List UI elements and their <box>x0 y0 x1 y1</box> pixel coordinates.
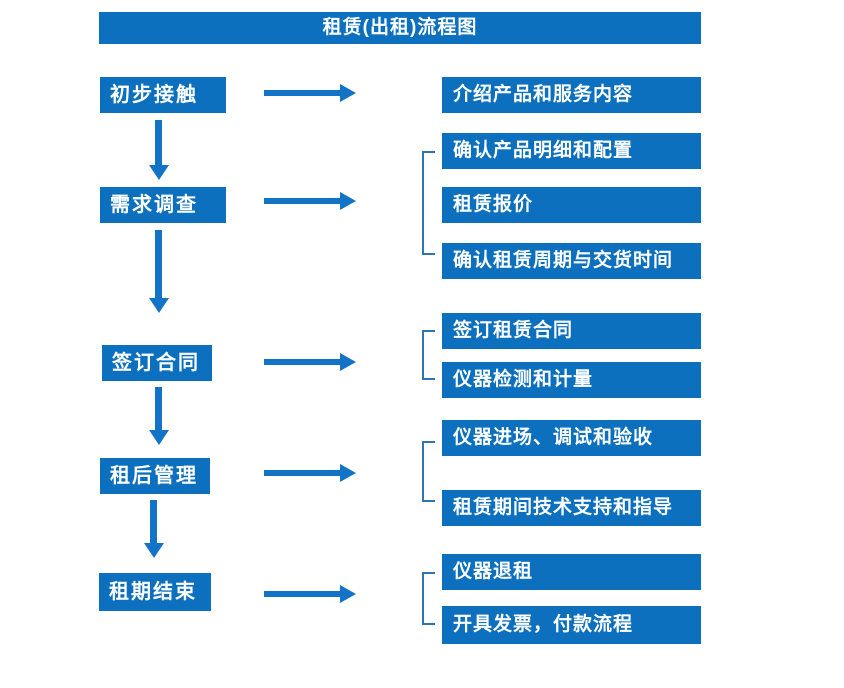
group-bracket-rental-end <box>422 572 435 625</box>
right-arrow-rental-end <box>264 591 340 597</box>
detail-box-sign-rental-contract: 签订租赁合同 <box>442 313 701 349</box>
right-arrow-demand-survey <box>264 198 340 204</box>
detail-box-rental-quote: 租赁报价 <box>442 187 701 223</box>
group-bracket-demand-survey <box>422 151 435 255</box>
stage-box-post-rental-management: 租后管理 <box>100 458 210 494</box>
flowchart-title: 租赁(出租)流程图 <box>99 12 701 44</box>
right-arrow-initial-contact <box>264 90 340 96</box>
detail-box-instrument-inspection: 仪器检测和计量 <box>442 362 701 398</box>
right-arrow-post-rental <box>264 470 340 476</box>
detail-box-confirm-rental-period: 确认租赁周期与交货时间 <box>442 243 701 279</box>
detail-box-confirm-product-details: 确认产品明细和配置 <box>442 133 701 169</box>
down-arrow-1 <box>155 120 162 165</box>
stage-box-initial-contact: 初步接触 <box>100 77 226 113</box>
stage-box-sign-contract: 签订合同 <box>102 345 212 381</box>
stage-box-rental-end: 租期结束 <box>99 573 211 611</box>
down-arrow-3 <box>155 387 162 430</box>
detail-box-instrument-entry: 仪器进场、调试和验收 <box>442 420 701 456</box>
down-arrow-4 <box>150 500 157 543</box>
group-bracket-sign-contract <box>422 330 435 380</box>
down-arrow-2 <box>155 230 162 298</box>
stage-box-demand-survey: 需求调查 <box>100 187 226 223</box>
detail-box-instrument-return: 仪器退租 <box>442 554 701 590</box>
detail-box-introduce-products: 介绍产品和服务内容 <box>442 77 701 113</box>
right-arrow-sign-contract <box>264 359 340 365</box>
detail-box-invoice-payment: 开具发票，付款流程 <box>442 606 701 644</box>
detail-box-technical-support: 租赁期间技术支持和指导 <box>442 490 701 526</box>
group-bracket-post-rental <box>422 441 435 502</box>
